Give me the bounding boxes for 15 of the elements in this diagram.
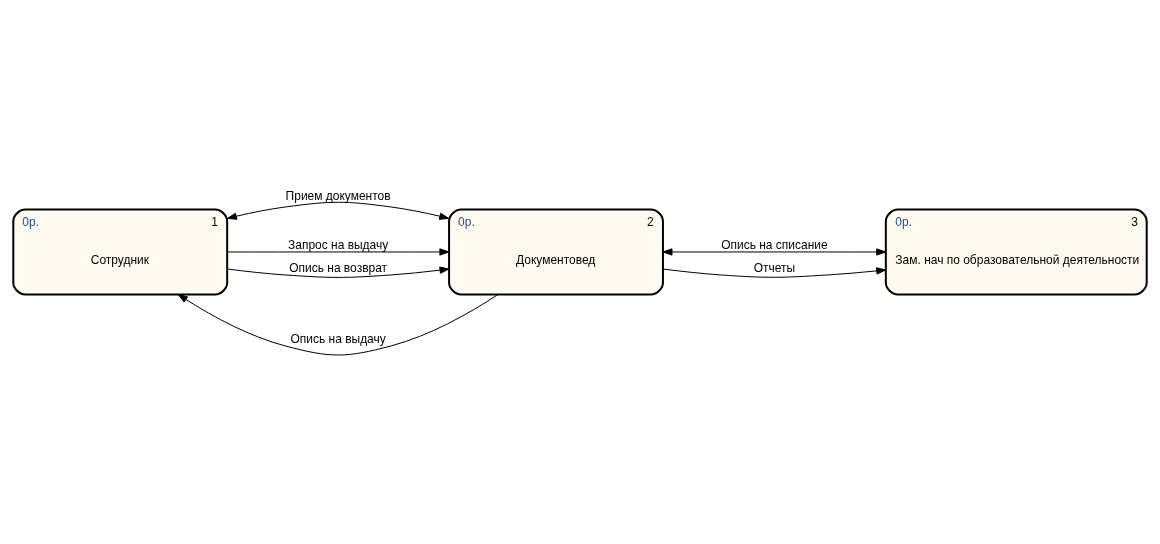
arrow	[226, 266, 450, 278]
edge-label: Запрос на выдачу	[287, 237, 389, 252]
edge-label: Опись на списание	[721, 237, 828, 252]
node-box: 0р. 1 Сотрудник	[12, 208, 229, 295]
arrow	[662, 266, 887, 278]
edge-label: Опись на выдачу	[290, 331, 386, 346]
node-box: 0р. 2 Документовед	[448, 208, 664, 295]
edge-label: Отчеты	[753, 260, 796, 275]
node-box: 0р. 3 Зам. нач по образовательной деятельности	[884, 208, 1148, 295]
edge-label: Прием документов	[285, 188, 391, 203]
edge-label: Опись на возврат	[289, 260, 388, 275]
arrow	[662, 247, 887, 256]
arrow	[177, 293, 499, 355]
arrow	[227, 201, 450, 220]
arrow	[226, 247, 450, 256]
